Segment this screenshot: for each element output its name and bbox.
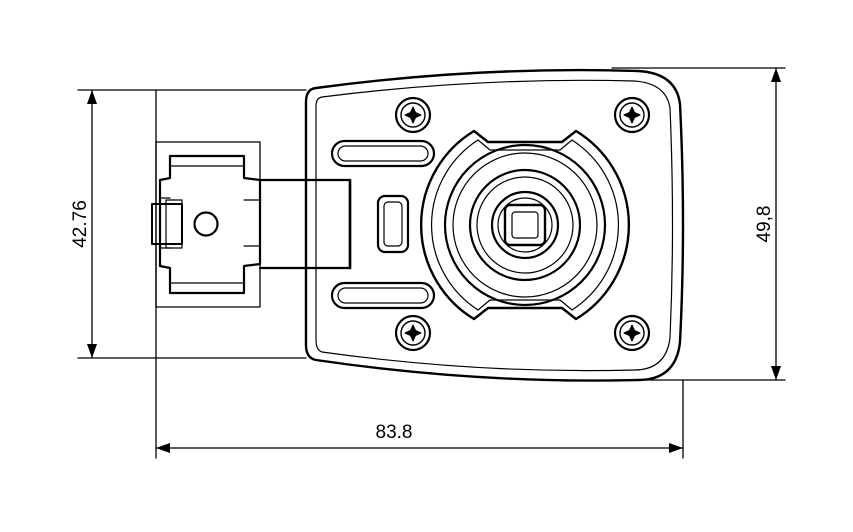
hub-concentric-rings [443,143,607,307]
main-body [304,68,685,382]
slot-top [330,139,436,168]
slot-bottom [330,281,436,310]
dimension-text-left-height: 42.76 [70,200,91,248]
slot-middle [376,194,410,254]
extension-lines [77,67,786,459]
hub-outer-flange [419,129,631,321]
hub-square-socket [503,203,547,247]
connecting-arm [258,178,352,270]
bracket-hole [193,211,219,237]
screw-bottom-right [613,314,651,352]
screw-top-right [613,96,651,134]
dimension-text-right-height: 49,8 [754,206,775,243]
screw-bottom-left [394,314,432,352]
dimension-text-bottom-width: 83.8 [376,422,413,443]
screw-top-left [394,96,432,134]
left-bracket [151,141,262,308]
